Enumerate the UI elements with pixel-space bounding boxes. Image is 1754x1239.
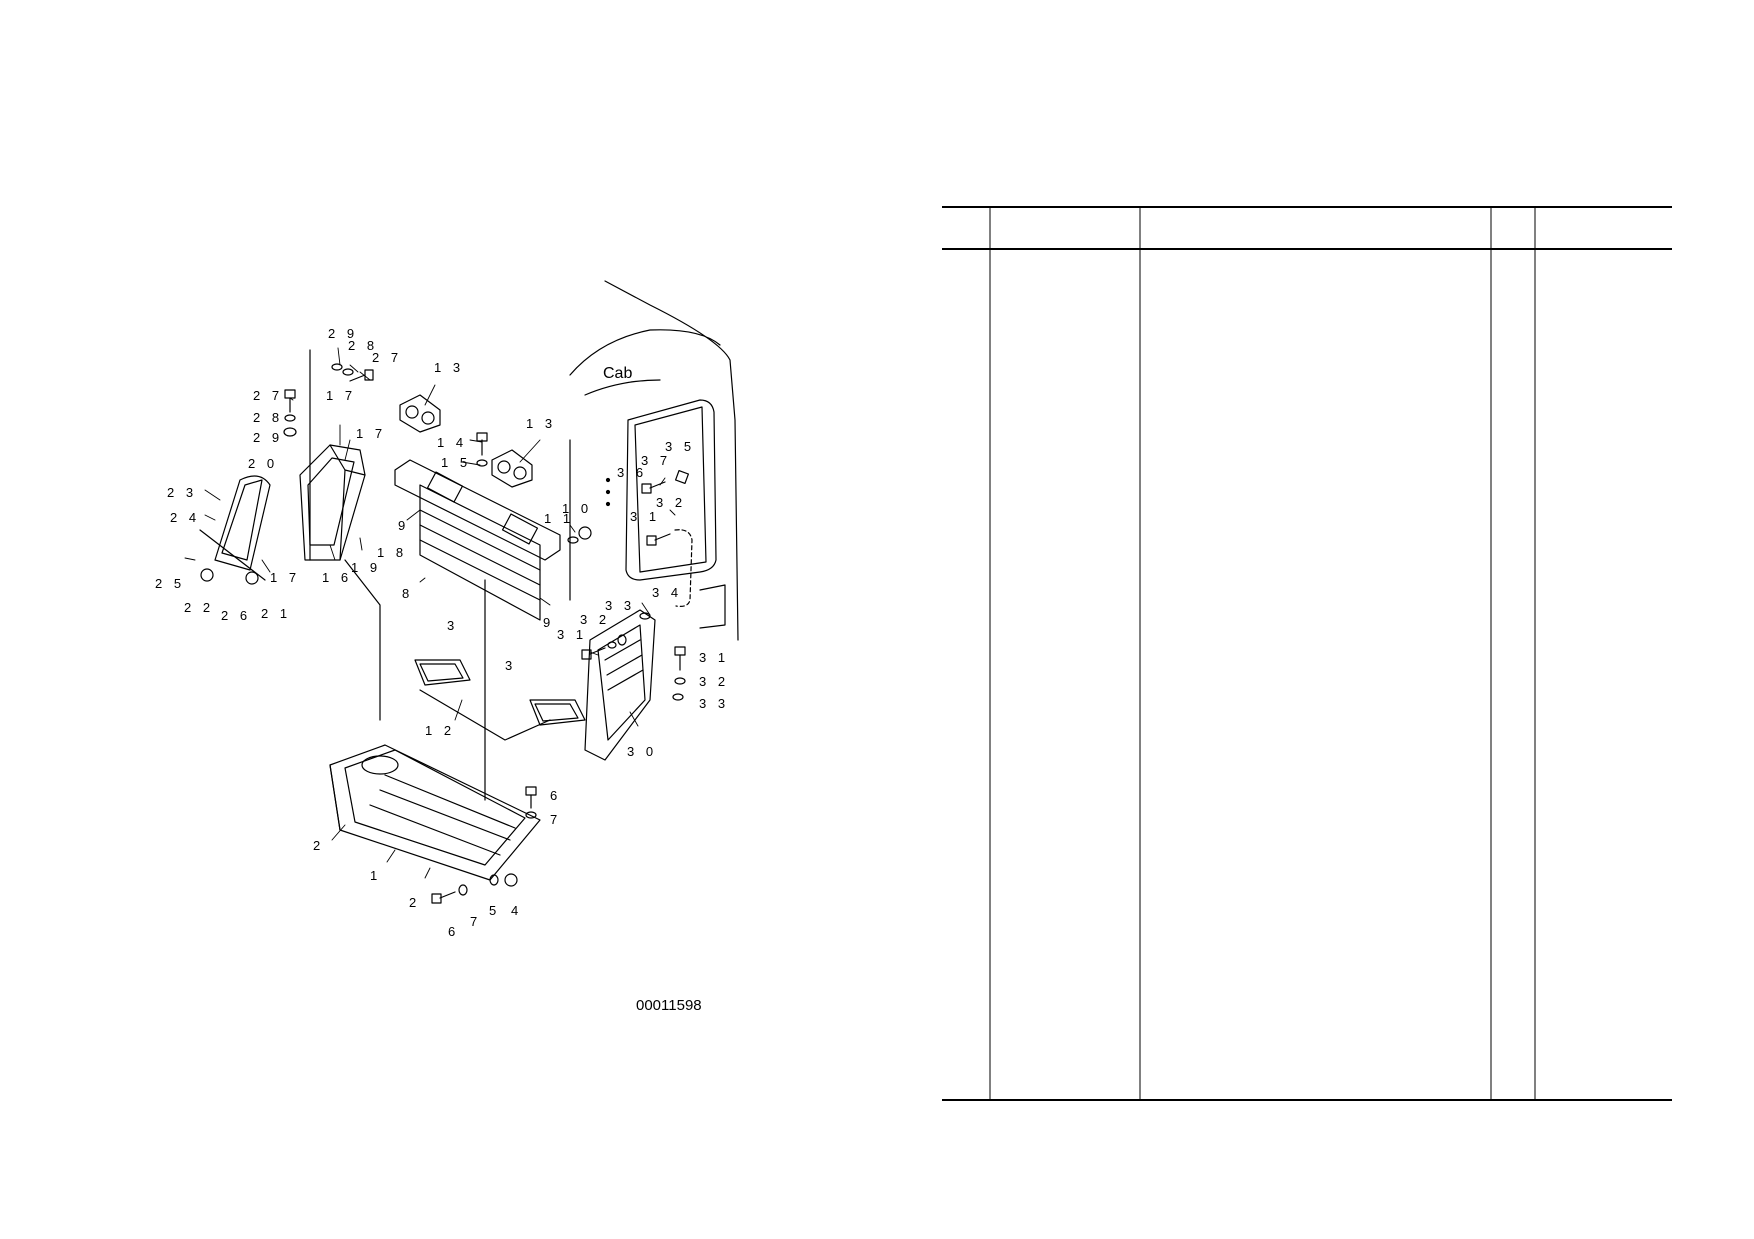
callout-c15: 1 5 — [441, 455, 471, 470]
exploded-parts-diagram: Cab 00011598 2 92 82 72 72 82 91 71 72 0… — [155, 280, 739, 1014]
callout-c18: 1 8 — [377, 545, 407, 560]
callout-c6a: 6 — [550, 788, 561, 803]
fastener-bolt-6a — [525, 786, 537, 809]
seal-gaskets — [414, 659, 586, 741]
fastener-bolt-27a — [349, 369, 374, 382]
callout-c33a: 3 3 — [605, 598, 635, 613]
fastener-nut-4 — [504, 873, 518, 887]
callout-c2a: 2 — [313, 838, 324, 853]
callout-c32a: 3 2 — [656, 495, 686, 510]
callout-c1: 1 — [370, 868, 381, 883]
fastener-washer-29a — [331, 363, 343, 371]
fastener-washer-32c — [674, 677, 686, 685]
rear-cover-panel — [394, 459, 561, 621]
callout-c17a: 1 7 — [326, 388, 356, 403]
callout-c16: 1 6 — [322, 570, 352, 585]
callout-c3b: 3 — [505, 658, 516, 673]
callout-c23: 2 3 — [167, 485, 197, 500]
callout-c17b: 1 7 — [356, 426, 386, 441]
callout-c6b: 6 — [448, 924, 459, 939]
callout-c19: 1 9 — [351, 560, 381, 575]
callout-c37: 3 7 — [641, 453, 671, 468]
callout-c8: 8 — [402, 586, 413, 601]
callout-c31c: 3 1 — [699, 650, 729, 665]
callout-c32b: 3 2 — [580, 612, 610, 627]
fastener-washer-11 — [567, 536, 579, 544]
fastener-bolt-27b — [284, 389, 296, 413]
callout-c20: 2 0 — [248, 456, 278, 471]
callout-c27a: 2 7 — [372, 350, 402, 365]
callout-c33b: 3 3 — [699, 696, 729, 711]
callout-c3a: 3 — [447, 618, 458, 633]
fastener-plate-35 — [674, 469, 690, 485]
callout-c12: 1 2 — [425, 723, 455, 738]
fastener-nut-22 — [200, 568, 214, 582]
fastener-washer-28b — [284, 414, 296, 422]
callout-c13b: 1 3 — [526, 416, 556, 431]
fastener-bolt-6b — [431, 891, 456, 904]
fastener-washer-15 — [476, 459, 488, 467]
callout-c25: 2 5 — [155, 576, 185, 591]
callout-c28a: 2 8 — [348, 338, 378, 353]
fastener-washer-28a — [342, 368, 354, 376]
callout-c35: 3 5 — [665, 439, 695, 454]
callout-c17c: 1 7 — [270, 570, 300, 585]
callout-c29b: 2 9 — [253, 430, 283, 445]
fastener-washer-29b — [283, 427, 297, 437]
callout-c31a: 3 1 — [630, 509, 660, 524]
fastener-washer-33b — [672, 693, 684, 701]
callout-c13a: 1 3 — [434, 360, 464, 375]
callout-c7b: 7 — [470, 914, 481, 929]
fastener-bolt-31b — [581, 647, 606, 660]
callout-c31b: 3 1 — [557, 627, 587, 642]
fastener-washer-7b — [458, 884, 468, 896]
callout-c5: 5 — [489, 903, 500, 918]
callout-c36: 3 6 — [617, 465, 647, 480]
fastener-washer-33a — [617, 634, 627, 646]
figure-number: 00011598 — [636, 997, 702, 1014]
callout-c2b: 2 — [409, 895, 420, 910]
fastener-bolt-14 — [476, 432, 488, 456]
callout-c28b: 2 8 — [253, 410, 283, 425]
cab-label: Cab — [603, 365, 632, 382]
fastener-washer-5 — [489, 874, 499, 886]
callout-c24: 2 4 — [170, 510, 200, 525]
fastener-bolt-31c — [674, 646, 686, 671]
callout-c4: 4 — [511, 903, 522, 918]
hinges — [399, 394, 533, 488]
callout-c10: 1 0 — [562, 501, 592, 516]
callout-c22: 2 2 — [184, 600, 214, 615]
callout-c26: 2 6 — [221, 608, 251, 623]
fastener-nut-21 — [245, 571, 259, 585]
fastener-bolt-31a — [646, 533, 671, 546]
fastener-washer-7a — [525, 811, 537, 819]
fastener-washer-32b — [607, 641, 617, 649]
callout-c14: 1 4 — [437, 435, 467, 450]
callout-c29a: 2 9 — [328, 326, 358, 341]
bottom-cover-plate — [329, 579, 541, 881]
callout-c9a: 9 — [398, 518, 409, 533]
callout-c30: 3 0 — [627, 744, 657, 759]
callout-c27b: 2 7 — [253, 388, 283, 403]
left-side-cover-assembly — [199, 349, 381, 721]
fastener-bolt-36 — [641, 481, 666, 494]
callout-c9b: 9 — [543, 615, 554, 630]
callout-c7a: 7 — [550, 812, 561, 827]
fastener-nut-10 — [578, 526, 592, 540]
right-side-cover — [584, 609, 656, 761]
callout-c34: 3 4 — [652, 585, 682, 600]
callout-labels: 2 92 82 72 72 82 91 71 72 02 32 42 52 22… — [155, 326, 729, 939]
callout-c32c: 3 2 — [699, 674, 729, 689]
cab-outline — [569, 280, 739, 641]
callout-c11: 1 1 — [544, 511, 574, 526]
fastener-cap-34 — [639, 612, 651, 620]
callout-c21: 2 1 — [261, 606, 291, 621]
